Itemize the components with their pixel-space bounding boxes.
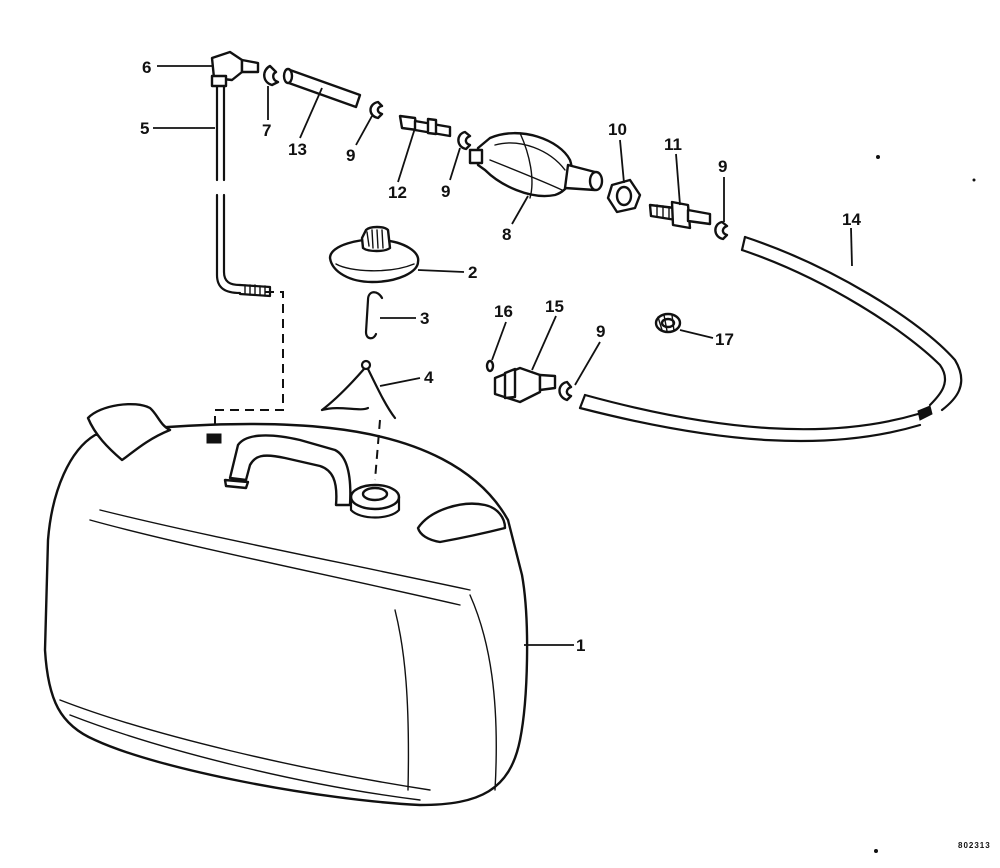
callout-6: 6 <box>142 58 151 77</box>
fuel-line-hose <box>578 235 963 443</box>
clamp-9c <box>714 220 729 241</box>
figure-code: 802313 <box>958 841 991 850</box>
leader-11 <box>675 153 681 206</box>
tank-filler-neck <box>349 483 401 519</box>
leader-9d <box>574 341 601 386</box>
callout-1: 1 <box>576 636 585 655</box>
elbow-fitting <box>210 50 260 88</box>
leader-16 <box>491 321 507 361</box>
leader-8 <box>511 195 529 225</box>
fuel-hose-short <box>282 67 362 109</box>
callout-15: 15 <box>545 297 564 316</box>
fuel-pickup-tube <box>215 83 272 298</box>
leader-14 <box>850 227 853 267</box>
tank-right-grip <box>416 502 507 544</box>
speck <box>876 155 880 159</box>
quick-connector <box>493 366 557 404</box>
callout-2: 2 <box>468 263 477 282</box>
leader-4 <box>379 377 421 387</box>
leader-9b <box>449 147 461 181</box>
callout-14: 14 <box>842 210 861 229</box>
clamp-9b <box>457 130 472 151</box>
leader-10 <box>619 139 625 184</box>
leader-13 <box>299 87 323 139</box>
callout-11: 11 <box>664 135 682 154</box>
callout-7: 7 <box>262 121 271 140</box>
vent-spring <box>320 359 397 420</box>
callout-9b: 9 <box>441 182 450 201</box>
clamp-9a <box>369 100 384 120</box>
primer-bulb <box>468 132 604 199</box>
clamp-9d <box>558 380 573 402</box>
leader-15 <box>531 315 557 371</box>
fuel-tank <box>43 422 529 807</box>
tank-carry-handle <box>223 434 352 507</box>
hose-clamp <box>654 312 682 334</box>
hose-connector <box>398 114 452 138</box>
leader-12 <box>397 127 416 183</box>
leader-9a <box>355 115 373 146</box>
clamp-7 <box>263 64 280 87</box>
tank-fuel-gauge-fitting <box>206 433 222 444</box>
callout-16: 16 <box>494 302 513 321</box>
valve-nut <box>606 178 642 214</box>
assembly-line-pickup <box>214 291 284 430</box>
filler-cap <box>328 225 420 284</box>
leader-2 <box>417 269 465 273</box>
callout-4: 4 <box>424 368 434 387</box>
callout-9c: 9 <box>718 157 727 176</box>
assembly-line-filler <box>374 419 381 481</box>
callout-13: 13 <box>288 140 307 159</box>
callout-17: 17 <box>715 330 734 349</box>
callout-8: 8 <box>502 225 511 244</box>
check-valve <box>648 200 712 230</box>
speck <box>972 178 976 182</box>
tank-left-grip <box>86 402 172 462</box>
callout-3: 3 <box>420 309 429 328</box>
leader-17 <box>679 329 714 339</box>
callout-5: 5 <box>140 119 149 138</box>
callout-10: 10 <box>608 120 627 139</box>
callout-12: 12 <box>388 183 407 202</box>
cap-retainer-wire <box>364 291 384 340</box>
speck <box>874 849 878 853</box>
o-ring <box>485 359 495 373</box>
callout-9a: 9 <box>346 146 355 165</box>
callout-9d: 9 <box>596 322 605 341</box>
